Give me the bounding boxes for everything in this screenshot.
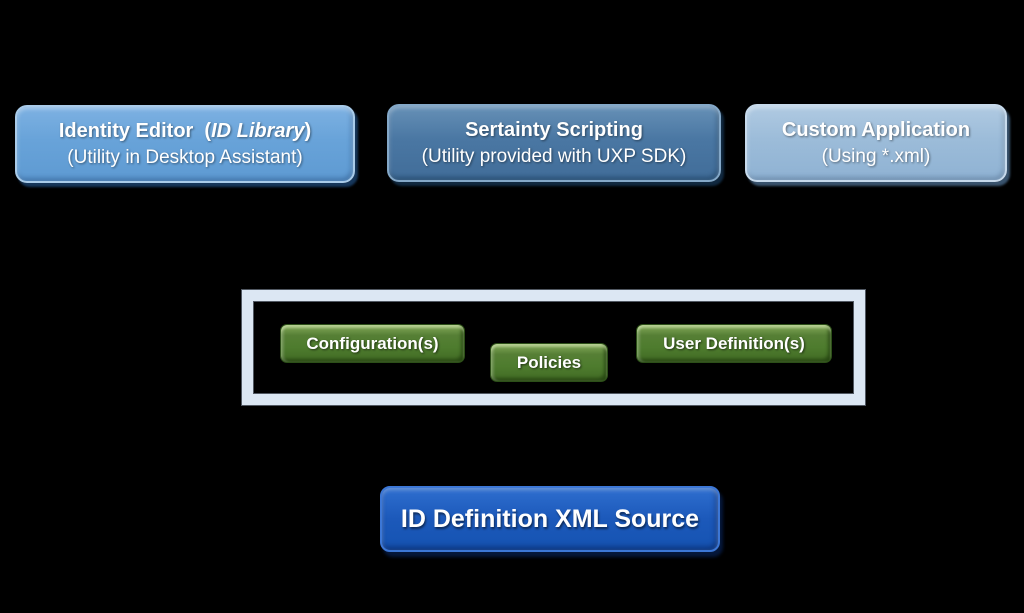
- id-definition-xml-source-box: ID Definition XML Source: [380, 486, 720, 552]
- configurations-label: Configuration(s): [306, 333, 439, 353]
- user-definitions-chip: User Definition(s): [636, 324, 832, 363]
- sertainty-scripting-subtitle: (Utility provided with UXP SDK): [421, 145, 687, 167]
- identity-editor-box: Identity Editor (ID Library) (Utility in…: [15, 105, 355, 183]
- identity-editor-title-italic: ID Library: [211, 120, 305, 143]
- custom-application-subtitle: (Using *.xml): [821, 145, 931, 167]
- policies-chip: Policies: [490, 343, 608, 382]
- identity-editor-title: Identity Editor (ID Library): [59, 118, 311, 144]
- components-panel: Configuration(s) Policies User Definitio…: [242, 290, 865, 405]
- sertainty-scripting-box: Sertainty Scripting (Utility provided wi…: [387, 104, 721, 182]
- custom-application-title: Custom Application: [781, 119, 971, 142]
- sertainty-scripting-title: Sertainty Scripting: [465, 119, 643, 142]
- identity-editor-title-prefix: Identity Editor (: [58, 120, 212, 143]
- identity-editor-subtitle: (Utility in Desktop Assistant): [67, 146, 303, 168]
- identity-editor-title-suffix: ): [304, 120, 312, 143]
- custom-application-box: Custom Application (Using *.xml): [745, 104, 1007, 182]
- configurations-chip: Configuration(s): [280, 324, 465, 363]
- user-definitions-label: User Definition(s): [663, 333, 805, 353]
- id-definition-xml-source-label: ID Definition XML Source: [400, 504, 700, 533]
- policies-label: Policies: [516, 352, 582, 372]
